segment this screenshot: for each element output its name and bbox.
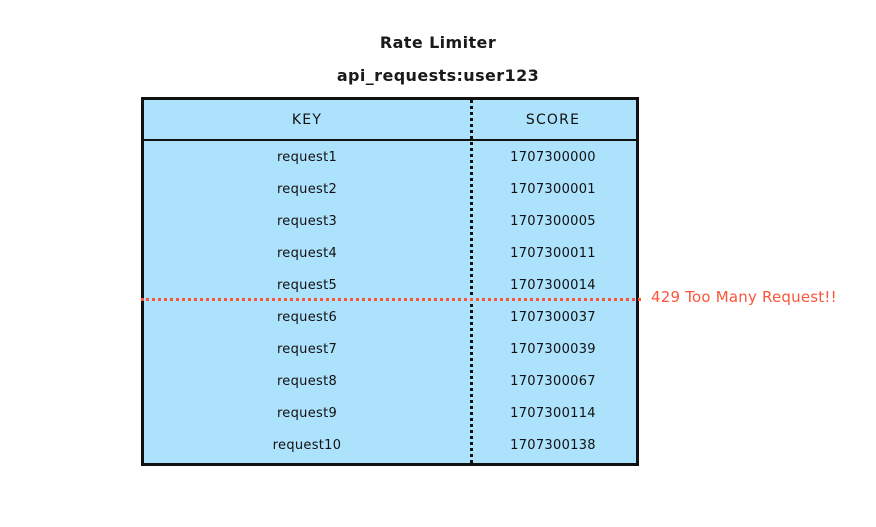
cell-score: 1707300037 [510,309,596,325]
cell-key: request3 [276,213,338,229]
table-row: request8 1707300067 [144,365,636,397]
cell-score: 1707300000 [510,149,596,165]
page-title: Rate Limiter [379,33,497,52]
rate-limit-error-label: 429 Too Many Request!! [651,288,837,306]
cell-key: request6 [276,309,338,325]
cell-score: 1707300067 [510,373,596,389]
table-row: request3 1707300005 [144,205,636,237]
cell-score: 1707300039 [510,341,596,357]
table-row: request7 1707300039 [144,333,636,365]
table-row: request4 1707300011 [144,237,636,269]
cell-score: 1707300005 [510,213,596,229]
cell-key: request7 [276,341,338,357]
column-header-score: SCORE [525,111,581,128]
sorted-set-table: KEY SCORE request1 1707300000 request2 1707… [141,97,639,466]
table-header-row: KEY SCORE [144,100,636,141]
column-divider [470,100,473,463]
cell-score: 1707300014 [510,277,596,293]
cell-score: 1707300001 [510,181,596,197]
cell-key: request9 [276,405,338,421]
table-row: request9 1707300114 [144,397,636,429]
cell-key: request4 [276,245,338,261]
table-row: request1 1707300000 [144,141,636,173]
table-row: request6 1707300037 [144,301,636,333]
cell-score: 1707300114 [510,405,596,421]
cell-key: request10 [272,437,342,453]
cell-key: request5 [276,277,338,293]
cell-score: 1707300011 [510,245,596,261]
cell-key: request2 [276,181,338,197]
cell-key: request8 [276,373,338,389]
table-row: request10 1707300138 [144,429,636,461]
cell-key: request1 [276,149,338,165]
table-row: request2 1707300001 [144,173,636,205]
rate-limit-cutoff-line [141,298,641,301]
table-row: request5 1707300014 [144,269,636,301]
cell-score: 1707300138 [510,437,596,453]
column-header-key: KEY [291,111,323,128]
page-subtitle: api_requests:user123 [336,66,540,85]
